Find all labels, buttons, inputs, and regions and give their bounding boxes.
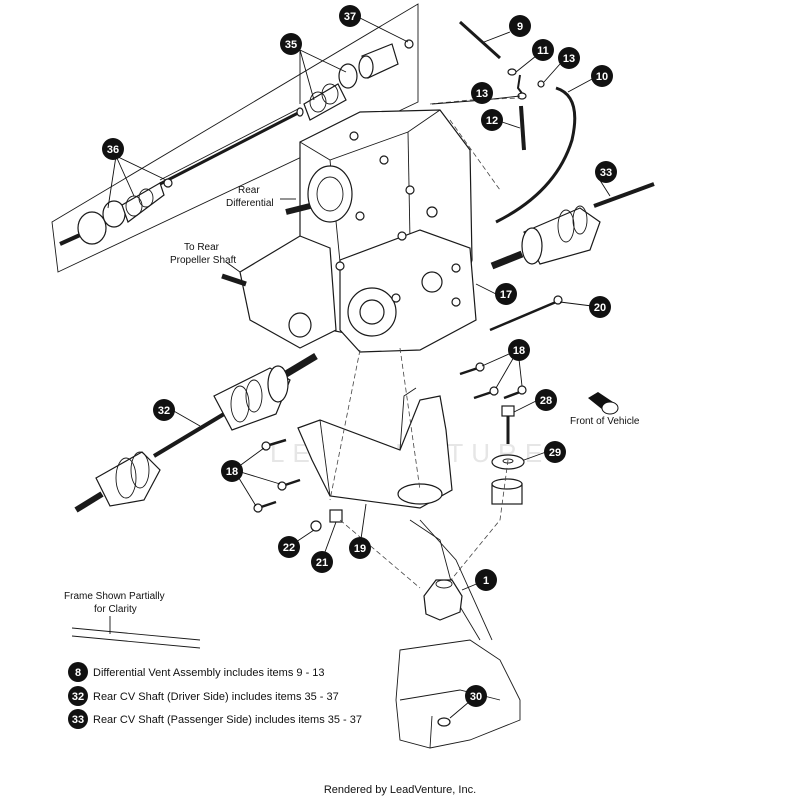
boot-36 xyxy=(121,178,173,223)
svg-text:Rear CV Shaft (Driver Side) in: Rear CV Shaft (Driver Side) includes ite… xyxy=(93,691,339,703)
callout-33: 33 xyxy=(595,161,617,183)
svg-text:29: 29 xyxy=(549,447,561,459)
cv-joint-outer xyxy=(358,39,414,79)
callout-13: 13 xyxy=(558,47,580,69)
svg-text:1: 1 xyxy=(483,575,489,587)
svg-text:11: 11 xyxy=(537,45,549,57)
svg-text:20: 20 xyxy=(594,302,606,314)
rear-differential-housing xyxy=(221,109,477,353)
legend-item-8: 8 Differential Vent Assembly includes it… xyxy=(68,662,325,682)
svg-text:30: 30 xyxy=(470,691,482,703)
footer-credit: Rendered by LeadVenture, Inc. xyxy=(324,784,476,796)
svg-text:28: 28 xyxy=(540,395,552,407)
legend: 8 Differential Vent Assembly includes it… xyxy=(68,662,362,729)
svg-text:35: 35 xyxy=(285,39,297,51)
nut-22 xyxy=(310,520,322,532)
callout-9: 9 xyxy=(509,15,531,37)
svg-text:for Clarity: for Clarity xyxy=(94,604,137,615)
cv-joint-left-shaft-end xyxy=(59,200,126,246)
svg-text:Rear: Rear xyxy=(238,185,260,196)
svg-text:33: 33 xyxy=(72,714,84,726)
callout-20: 20 xyxy=(589,296,611,318)
callout-12: 12 xyxy=(481,109,503,131)
svg-text:Frame Shown Partially: Frame Shown Partially xyxy=(64,591,165,602)
svg-text:13: 13 xyxy=(476,88,488,100)
svg-text:18: 18 xyxy=(226,466,238,478)
svg-text:9: 9 xyxy=(517,21,523,33)
callout-18: 18 xyxy=(221,460,243,482)
callout-22: 22 xyxy=(278,536,300,558)
svg-text:22: 22 xyxy=(283,542,295,554)
callout-10: 10 xyxy=(591,65,613,87)
callout-11: 11 xyxy=(532,39,554,61)
front-of-vehicle-label: Front of Vehicle xyxy=(570,416,640,427)
bolts-18-lower xyxy=(253,438,301,513)
callout-28: 28 xyxy=(535,389,557,411)
callout-32: 32 xyxy=(153,399,175,421)
differential-vent-assembly xyxy=(429,20,577,224)
callout-17: 17 xyxy=(495,283,517,305)
svg-text:Differential Vent Assembly inc: Differential Vent Assembly includes item… xyxy=(93,667,325,679)
rear-cv-shaft-driver xyxy=(74,352,318,513)
callout-18: 18 xyxy=(508,339,530,361)
svg-text:Rear CV Shaft (Passenger Side): Rear CV Shaft (Passenger Side) includes … xyxy=(93,714,362,726)
callout-13: 13 xyxy=(471,82,493,104)
rear-propeller-label: To Rear Propeller Shaft xyxy=(170,242,241,273)
svg-text:Differential: Differential xyxy=(226,198,274,209)
legend-item-33: 33 Rear CV Shaft (Passenger Side) includ… xyxy=(68,709,362,729)
svg-text:18: 18 xyxy=(513,345,525,357)
bolt-28 xyxy=(501,405,515,444)
svg-text:12: 12 xyxy=(486,115,498,127)
callout-30: 30 xyxy=(465,685,487,707)
svg-text:8: 8 xyxy=(75,667,81,679)
rear-cv-shaft-passenger xyxy=(490,182,655,270)
callout-badges: 37 35 36 9 11 13 13 10 12 33 17 20 18 28 32 29 18 22 21 19 1… xyxy=(102,5,617,707)
svg-text:17: 17 xyxy=(500,289,512,301)
svg-text:21: 21 xyxy=(316,557,328,569)
svg-text:Propeller Shaft: Propeller Shaft xyxy=(170,255,236,266)
callout-37: 37 xyxy=(339,5,361,27)
cv-shaft-exploded-panel xyxy=(51,3,419,273)
bolts-18-upper xyxy=(459,362,527,400)
callout-19: 19 xyxy=(349,537,371,559)
callout-21: 21 xyxy=(311,551,333,573)
callout-29: 29 xyxy=(544,441,566,463)
callout-36: 36 xyxy=(102,138,124,160)
engine-mount-1 xyxy=(423,579,463,621)
alignment-lines xyxy=(329,347,509,589)
housing-bolts xyxy=(335,131,461,307)
callout-35: 35 xyxy=(280,33,302,55)
svg-text:37: 37 xyxy=(344,11,356,23)
svg-text:32: 32 xyxy=(72,691,84,703)
svg-text:33: 33 xyxy=(600,167,612,179)
rear-differential-label: Rear Differential xyxy=(226,185,296,209)
mount-bracket-19 xyxy=(297,387,453,509)
svg-text:10: 10 xyxy=(596,71,608,83)
bushing-mount xyxy=(491,478,523,505)
callout-1: 1 xyxy=(475,569,497,591)
svg-text:13: 13 xyxy=(563,53,575,65)
frame-note-label: Frame Shown Partially for Clarity xyxy=(64,591,165,634)
boot-35 xyxy=(296,63,358,121)
legend-item-32: 32 Rear CV Shaft (Driver Side) includes … xyxy=(68,686,339,706)
svg-text:To Rear: To Rear xyxy=(184,242,220,253)
svg-text:36: 36 xyxy=(107,144,119,156)
front-of-vehicle-arrow-icon xyxy=(588,392,619,415)
svg-text:19: 19 xyxy=(354,543,366,555)
svg-text:32: 32 xyxy=(158,405,170,417)
